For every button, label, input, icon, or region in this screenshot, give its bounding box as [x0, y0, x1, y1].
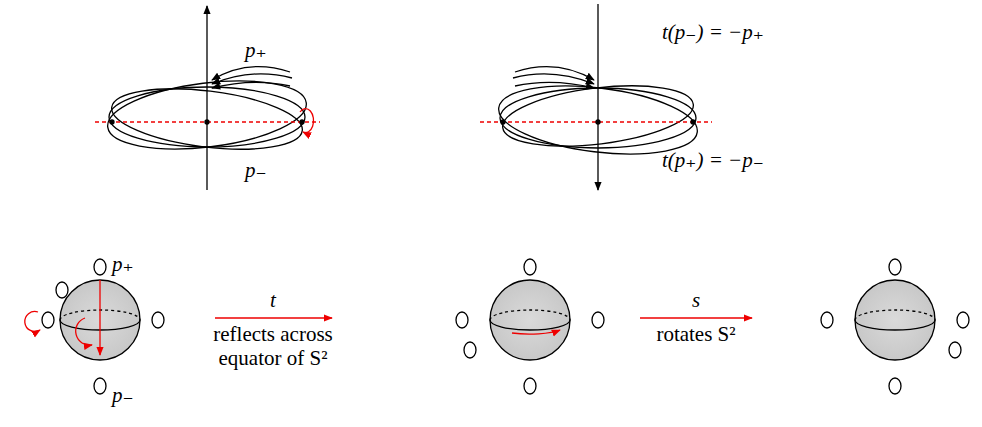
- sphere: [821, 259, 969, 394]
- arrow: [215, 318, 752, 319]
- ring-figure: [95, 6, 320, 190]
- equation-label: t(p₋) = −p₊: [662, 20, 764, 44]
- map-label: t: [270, 288, 276, 312]
- point-label: p₋: [112, 383, 134, 407]
- description-label: reflects across equator of S²: [208, 322, 338, 370]
- point-label: p₋: [245, 158, 267, 182]
- equation-label: t(p₊) = −p₋: [662, 148, 764, 172]
- description-label: rotates S²: [631, 322, 761, 346]
- sphere: [456, 259, 604, 394]
- map-label: s: [692, 288, 700, 312]
- point-label: p₊: [245, 38, 267, 62]
- sphere: [25, 259, 164, 394]
- point-label: p₊: [112, 252, 134, 276]
